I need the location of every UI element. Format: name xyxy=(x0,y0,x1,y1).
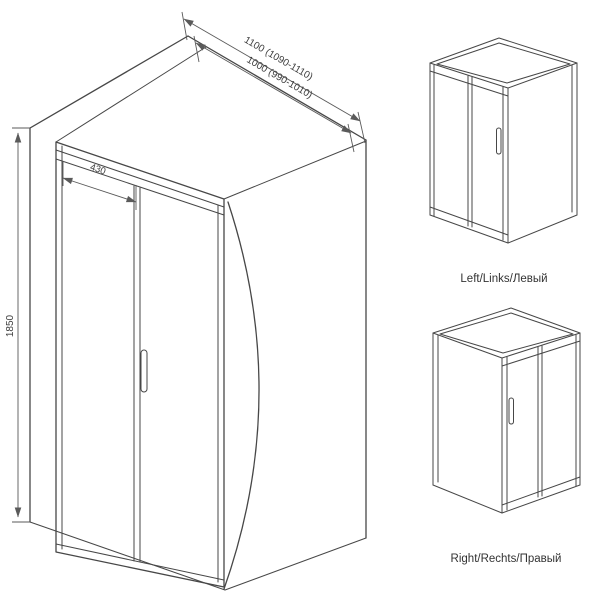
dim-width-inner-1000 xyxy=(193,35,355,153)
dim-door-width-label: 430 xyxy=(89,162,107,177)
door-top-rail xyxy=(55,149,225,216)
variant-door-divider xyxy=(467,75,473,228)
sliding-door-front xyxy=(55,141,260,590)
frame-to-wall-top-edge xyxy=(223,140,367,200)
variant-bottom-edges xyxy=(429,214,578,244)
variant-top-outer-edge xyxy=(429,37,578,89)
variant-door-handle xyxy=(496,127,502,155)
frame-top-receding-edge xyxy=(55,46,207,143)
dim-height-1850 xyxy=(12,127,30,523)
variant-door-top-rail xyxy=(429,70,509,97)
variant-top-inner-edge xyxy=(436,42,571,84)
floor-right-edge xyxy=(224,537,367,591)
door-handle xyxy=(140,349,148,393)
main-view xyxy=(29,35,367,591)
variant-door-bottom-rail xyxy=(429,206,509,236)
enclosure-walls xyxy=(29,35,367,591)
left-variant-view xyxy=(429,37,578,244)
dim-door-line xyxy=(62,177,137,203)
right-variant-caption: Right/Rechts/Правый xyxy=(451,553,562,565)
door-swing-arc xyxy=(223,201,260,590)
floor-front-edge xyxy=(29,521,226,591)
dim-width-inner-line xyxy=(195,42,352,134)
dim-door-430 xyxy=(62,161,137,210)
dim-height-label: 1850 xyxy=(5,314,16,337)
door-panel-divider xyxy=(133,185,141,563)
dim-height-extension-lines xyxy=(12,127,30,523)
left-variant-caption: Left/Links/Левый xyxy=(460,273,547,285)
right-variant-view xyxy=(432,307,581,514)
door-outer-frame xyxy=(55,141,225,588)
dimensions: 1100 (1090-1110) 1000 (990-1010) 430 185… xyxy=(5,11,366,523)
top-left-receding-edge xyxy=(29,35,189,129)
